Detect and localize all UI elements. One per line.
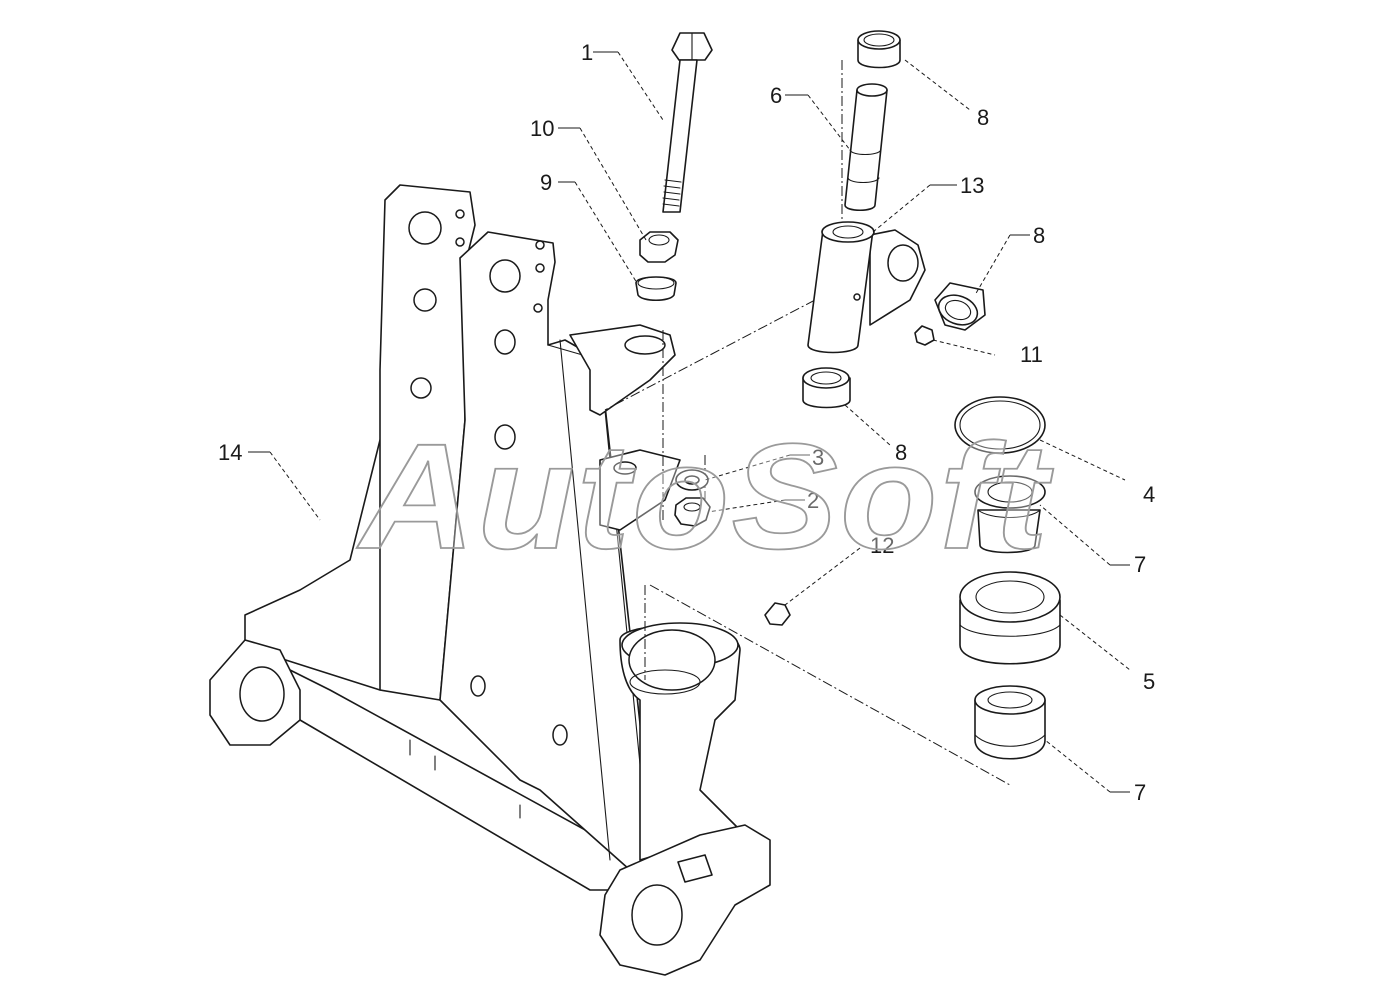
swivel-housing-bore <box>628 629 716 691</box>
bushing-8-lower-rim <box>802 367 850 389</box>
pivot-bracket-part-13 <box>807 221 926 354</box>
callout-2: 2 <box>807 488 819 513</box>
rear-plate-hole-2 <box>413 288 437 312</box>
tube-part-6 <box>844 83 888 212</box>
grease-fitting-11-body <box>914 325 935 346</box>
assembly-axes <box>604 60 1011 786</box>
front-plate-edge-2 <box>559 339 611 861</box>
front-plate-hole-5 <box>552 724 568 746</box>
bushing-part-8-right <box>934 282 986 331</box>
bushing-7-top-groove <box>977 509 1041 518</box>
front-plate-hole-3 <box>494 424 516 450</box>
lower-bracket-hole <box>613 461 637 475</box>
axis-bushings <box>649 584 1011 786</box>
bolt-thread <box>662 179 682 207</box>
bushing-7-top-bore <box>987 481 1033 503</box>
nut-2-bore <box>683 502 701 512</box>
bushing-part-8-top <box>857 30 901 69</box>
left-lug-hole <box>239 666 285 722</box>
callout-12: 12 <box>870 533 894 558</box>
nut-2-body <box>674 497 711 527</box>
tube-6-grooves <box>847 149 882 184</box>
callout-6: 6 <box>770 83 782 108</box>
ring-4-outer <box>954 396 1046 454</box>
bolt-part-1 <box>662 32 713 213</box>
callout-10: 10 <box>530 116 554 141</box>
bolt-shank <box>662 59 698 213</box>
pivot-bracket-13-sleeve-top <box>821 221 875 243</box>
washer-part-9 <box>635 276 677 302</box>
front-plate-pin-2 <box>535 263 545 273</box>
callout-7-top: 7 <box>1134 552 1146 577</box>
grease-fitting-part-12 <box>764 602 791 626</box>
callout-13: 13 <box>960 173 984 198</box>
pivot-bracket-13-port <box>853 293 861 301</box>
frame-part-14 <box>209 184 771 976</box>
front-plate-pin-1 <box>535 240 545 250</box>
rear-plate-hole-3 <box>410 377 432 399</box>
swivel-housing-bore-inner <box>629 669 701 695</box>
axis-pivot <box>604 299 816 411</box>
washer-part-3 <box>675 469 709 491</box>
bearing-5-bore <box>975 580 1045 614</box>
nut-10-bore <box>648 234 670 246</box>
rear-plate-hole-1 <box>408 211 442 245</box>
rear-plate-pin-1 <box>455 209 465 219</box>
callout-3: 3 <box>812 445 824 470</box>
bearing-part-5 <box>959 571 1061 665</box>
bushing-7-bottom-bore <box>987 691 1033 709</box>
callout-5: 5 <box>1143 669 1155 694</box>
front-plate-pin-3 <box>533 303 543 313</box>
callout-7-bottom: 7 <box>1134 780 1146 805</box>
bearing-5-groove <box>959 624 1061 637</box>
callout-8-top: 8 <box>977 105 989 130</box>
bushing-7-top-body <box>977 509 1041 554</box>
retaining-ring-part-4 <box>954 396 1046 454</box>
nut-10-body <box>639 231 679 263</box>
bushing-8-top-bore <box>863 33 895 47</box>
bushing-part-7-bottom <box>974 685 1046 760</box>
callout-11: 11 <box>1020 342 1043 367</box>
washer-3-hole <box>684 475 700 485</box>
front-plate-hole-1 <box>489 259 521 293</box>
callout-4: 4 <box>1143 482 1155 507</box>
bushing-7-bottom-groove <box>974 734 1046 747</box>
right-lug-hole <box>631 884 683 946</box>
ring-4-inner <box>959 400 1041 450</box>
right-lug-tab <box>677 854 713 883</box>
callout-14: 14 <box>218 440 242 465</box>
watermark-text: AutoSoft <box>356 412 1055 580</box>
washer-9-top <box>637 276 675 290</box>
nut-part-2 <box>674 497 711 527</box>
callout-8-lower: 8 <box>895 440 907 465</box>
bearing-5-top <box>959 571 1061 623</box>
beam-edge-lines <box>409 739 521 819</box>
bushing-part-7-top <box>974 475 1046 554</box>
front-plate-hole-4 <box>470 675 486 697</box>
callout-9: 9 <box>540 170 552 195</box>
front-plate-hole-2 <box>494 329 516 355</box>
leader-lines <box>248 51 1131 793</box>
nut-part-10 <box>639 231 679 263</box>
tube-6-top <box>856 83 888 97</box>
bushing-8-right-bore <box>944 299 972 321</box>
rear-plate-pin-2 <box>455 237 465 247</box>
pivot-bracket-13-sleeve-bore <box>832 225 864 239</box>
upper-bracket-hole <box>624 335 666 355</box>
bushing-7-bottom-top <box>974 685 1046 715</box>
grease-fitting-part-11 <box>914 325 935 346</box>
callout-labels: 1 10 9 6 8 13 8 11 8 3 2 12 14 4 7 5 7 <box>218 40 1155 805</box>
bushing-8-lower-bore <box>810 371 842 385</box>
callout-1: 1 <box>581 40 593 65</box>
grease-fitting-12-body <box>764 602 791 626</box>
callout-8-right: 8 <box>1033 223 1045 248</box>
bushing-part-8-lower <box>802 367 851 409</box>
pivot-bracket-13-hole <box>887 244 919 282</box>
pivot-bracket-13-sleeve <box>807 229 874 354</box>
bushing-7-top-rim <box>974 475 1046 509</box>
